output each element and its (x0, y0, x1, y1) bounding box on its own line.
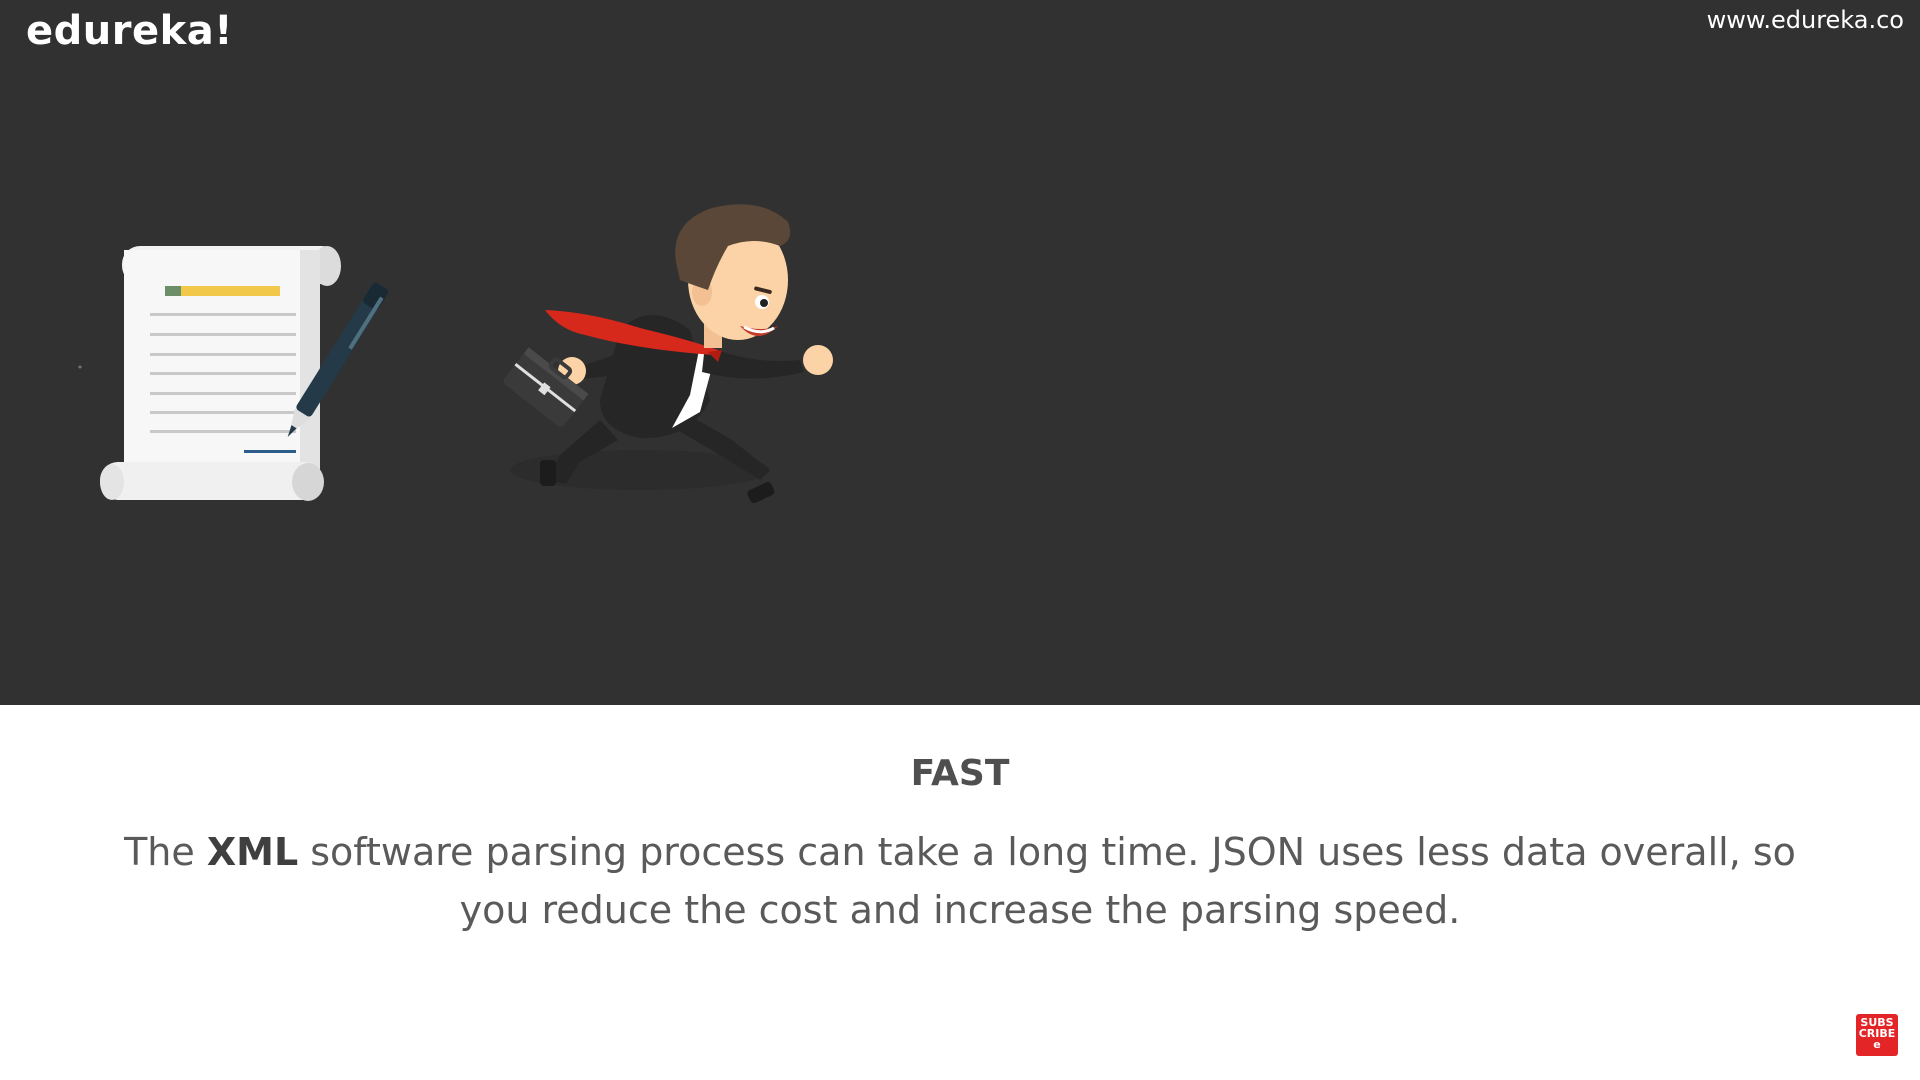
animation-panel: edureka! www.edureka.co (0, 0, 1920, 705)
subscribe-button[interactable]: SUBS CRIBE e (1856, 1014, 1898, 1056)
caption-body-suffix: software parsing process can take a long… (298, 830, 1796, 932)
subscribe-line-1: SUBS (1860, 1016, 1894, 1029)
illustration (78, 204, 833, 504)
running-businessman-illustration (503, 204, 833, 504)
caption-body: The XML software parsing process can tak… (100, 823, 1820, 939)
brand-logo: edureka! (26, 8, 233, 54)
caption-title: FAST (910, 753, 1010, 794)
document-with-pen-icon (78, 246, 389, 501)
subscribe-line-3: e (1873, 1038, 1881, 1051)
caption-area: FAST The XML software parsing process ca… (0, 705, 1920, 1080)
subscribe-line-2: CRIBE (1858, 1027, 1896, 1040)
caption-body-prefix: The (124, 830, 207, 874)
caption-body-bold: XML (206, 830, 299, 874)
site-url: www.edureka.co (1706, 6, 1904, 34)
